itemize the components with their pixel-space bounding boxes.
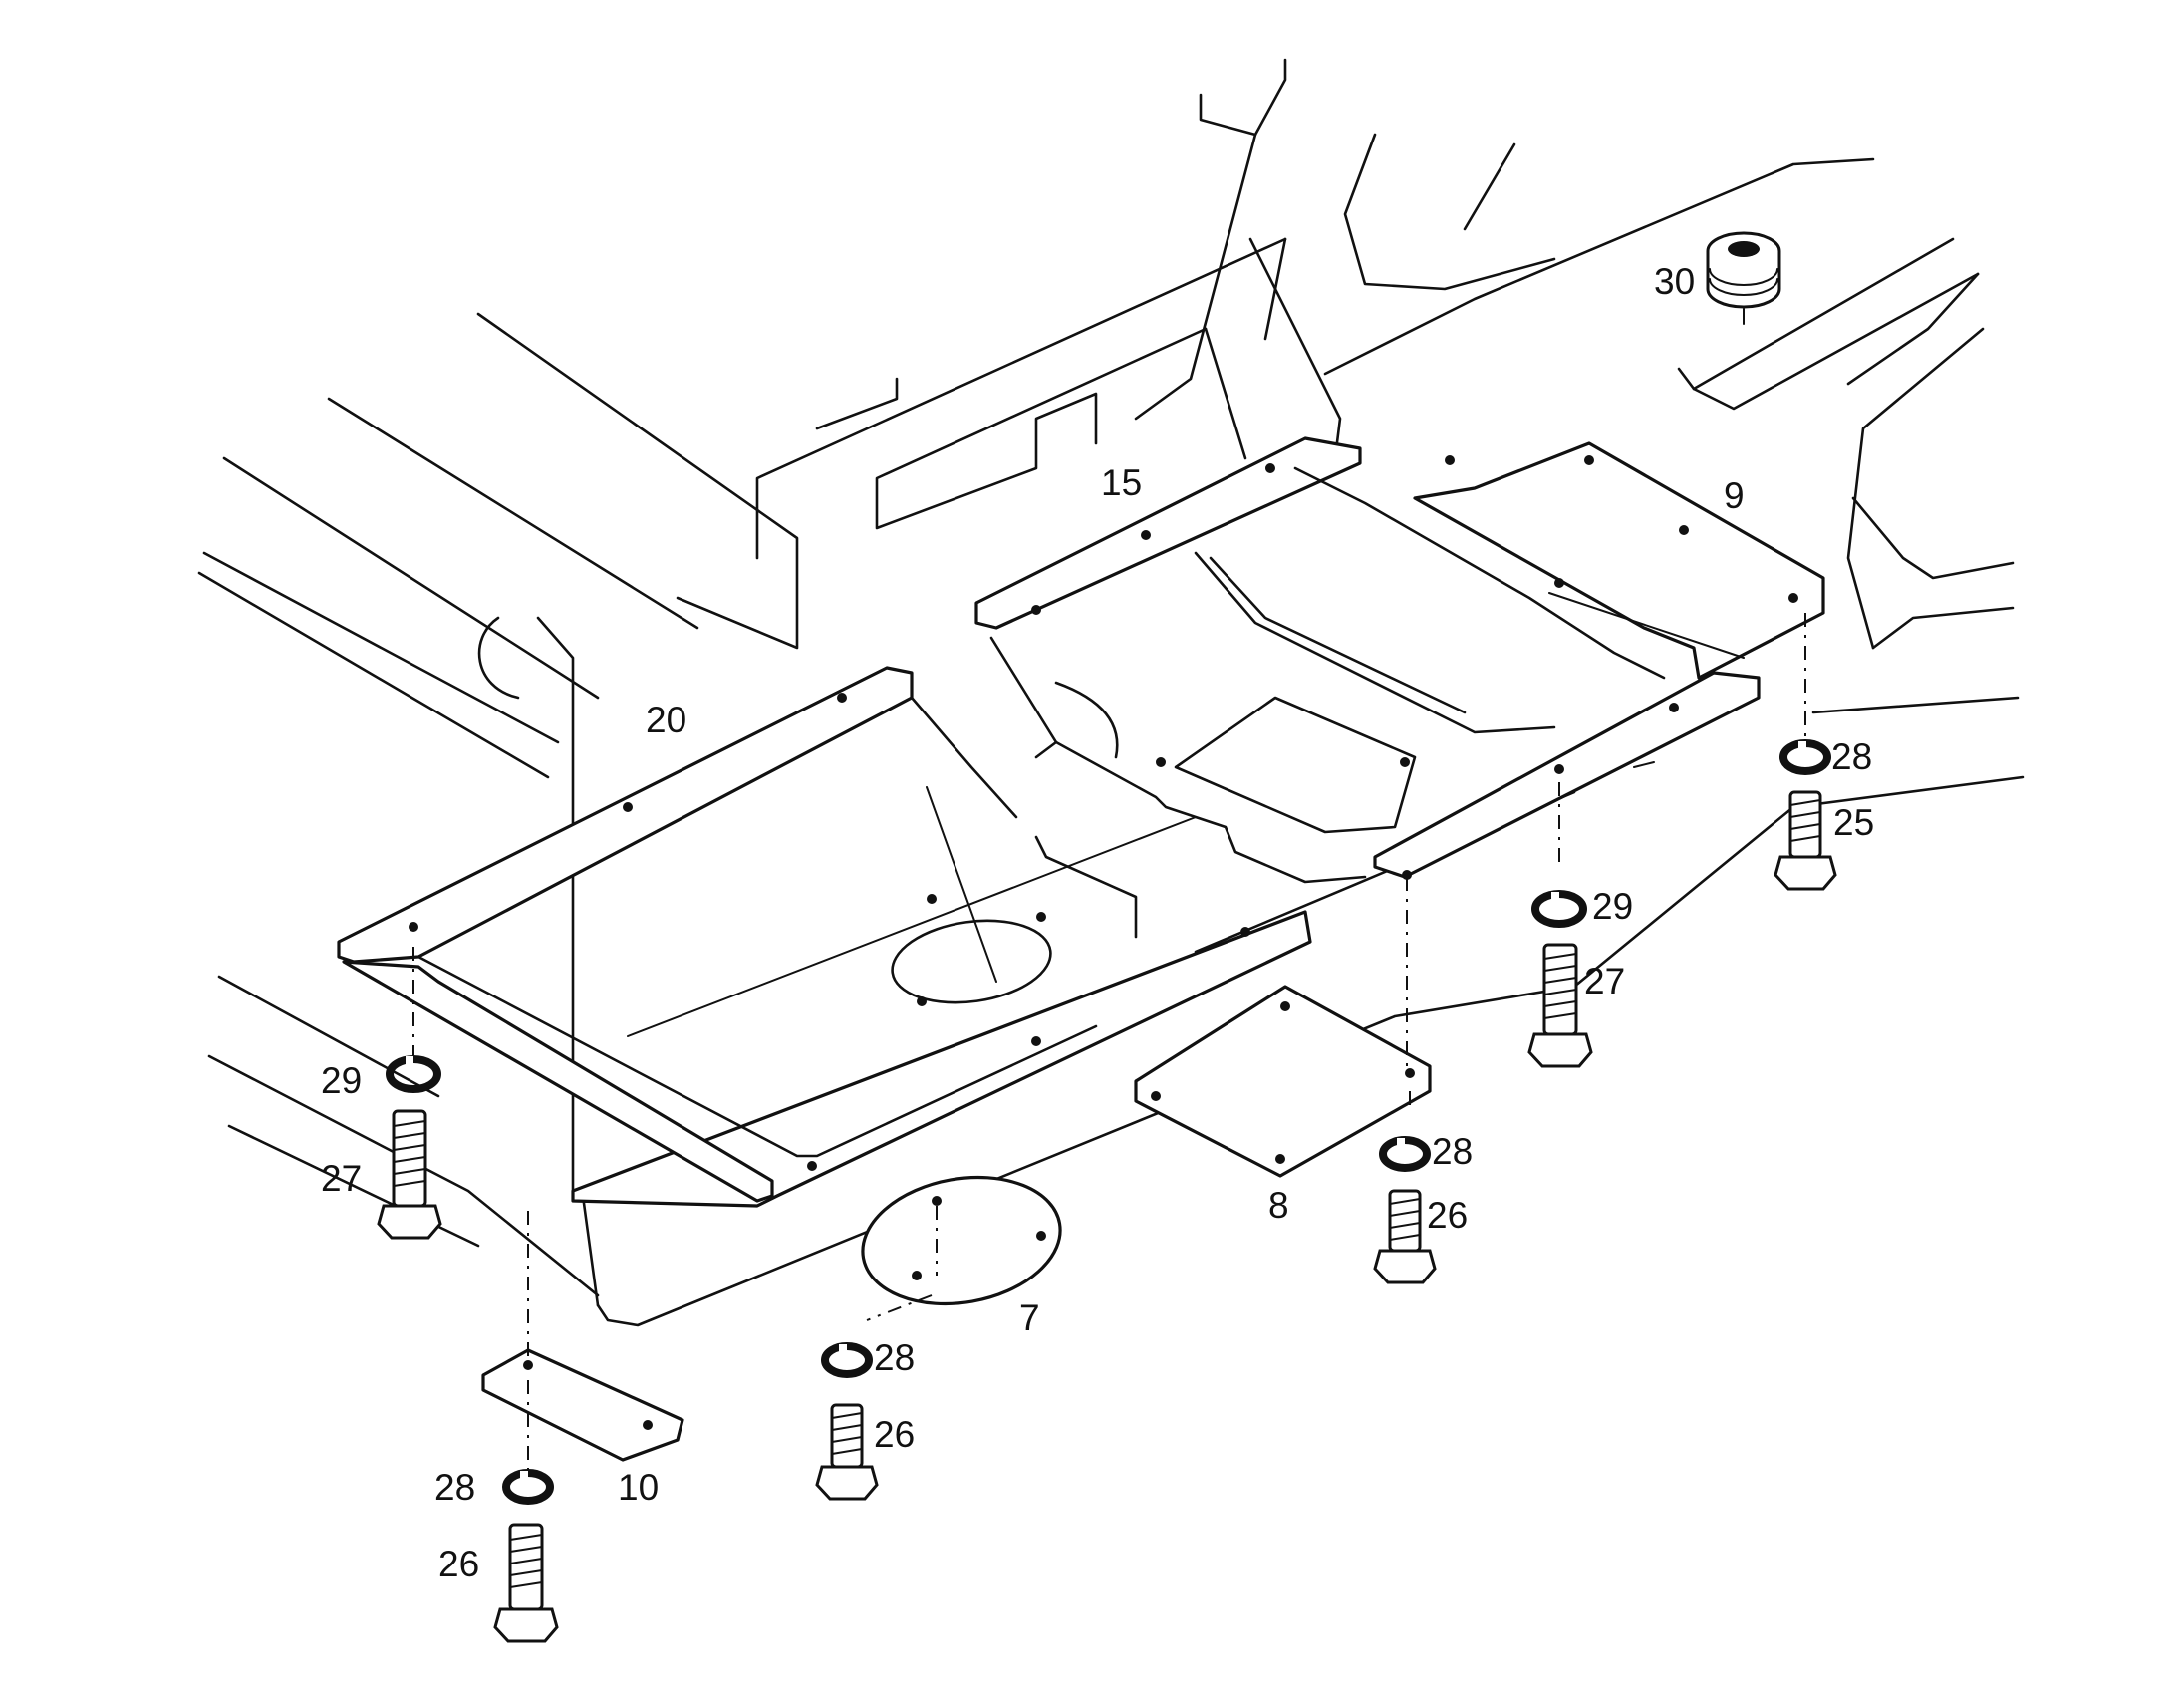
part-7-cover <box>861 1175 1062 1306</box>
washer-29-a <box>1531 890 1587 928</box>
fasteners <box>377 739 1837 1643</box>
label-part-29-b: 29 <box>321 1060 362 1101</box>
bolt-26-c <box>493 1523 559 1643</box>
part-8-plate <box>1134 985 1432 1178</box>
label-part-20: 20 <box>646 700 686 740</box>
label-part-8: 8 <box>1268 1185 1289 1226</box>
part-20-frame <box>337 666 1312 1208</box>
label-part-9: 9 <box>1724 475 1745 516</box>
label-part-15: 15 <box>1101 462 1142 503</box>
label-part-28-b: 28 <box>1432 1131 1473 1172</box>
part-9-plate <box>1413 441 1825 680</box>
part-number-labels: 30 15 9 20 28 25 29 27 29 27 28 26 8 7 2… <box>321 261 1874 1584</box>
label-part-28-c: 28 <box>874 1337 915 1378</box>
bolt-25 <box>1774 790 1837 891</box>
label-part-26-b: 26 <box>874 1414 915 1455</box>
label-part-7: 7 <box>1019 1297 1040 1338</box>
label-part-28-a: 28 <box>1831 736 1872 777</box>
washer-28-d <box>502 1469 554 1505</box>
bolt-26-a <box>1373 1189 1437 1284</box>
label-part-30: 30 <box>1654 261 1695 302</box>
label-part-10: 10 <box>618 1467 659 1508</box>
label-part-26-a: 26 <box>1427 1195 1468 1236</box>
part-10-strip <box>481 1348 684 1462</box>
washer-28-c <box>821 1342 873 1378</box>
part-30-plug <box>1706 231 1781 325</box>
alignment-lines <box>412 613 1806 1470</box>
bolt-26-b <box>815 1403 879 1501</box>
label-part-28-d: 28 <box>434 1467 475 1508</box>
bolt-27-b <box>377 1109 442 1240</box>
washer-28-a <box>1779 739 1831 775</box>
label-part-29-a: 29 <box>1592 886 1633 927</box>
label-part-27-a: 27 <box>1584 961 1625 1001</box>
part-15-frame <box>974 436 1761 884</box>
label-part-25: 25 <box>1833 802 1874 843</box>
washer-28-b <box>1379 1136 1431 1172</box>
washer-29-b <box>386 1055 441 1093</box>
bolt-27-a <box>1527 943 1593 1068</box>
label-part-26-c: 26 <box>438 1544 479 1584</box>
label-part-27-b: 27 <box>321 1158 362 1199</box>
